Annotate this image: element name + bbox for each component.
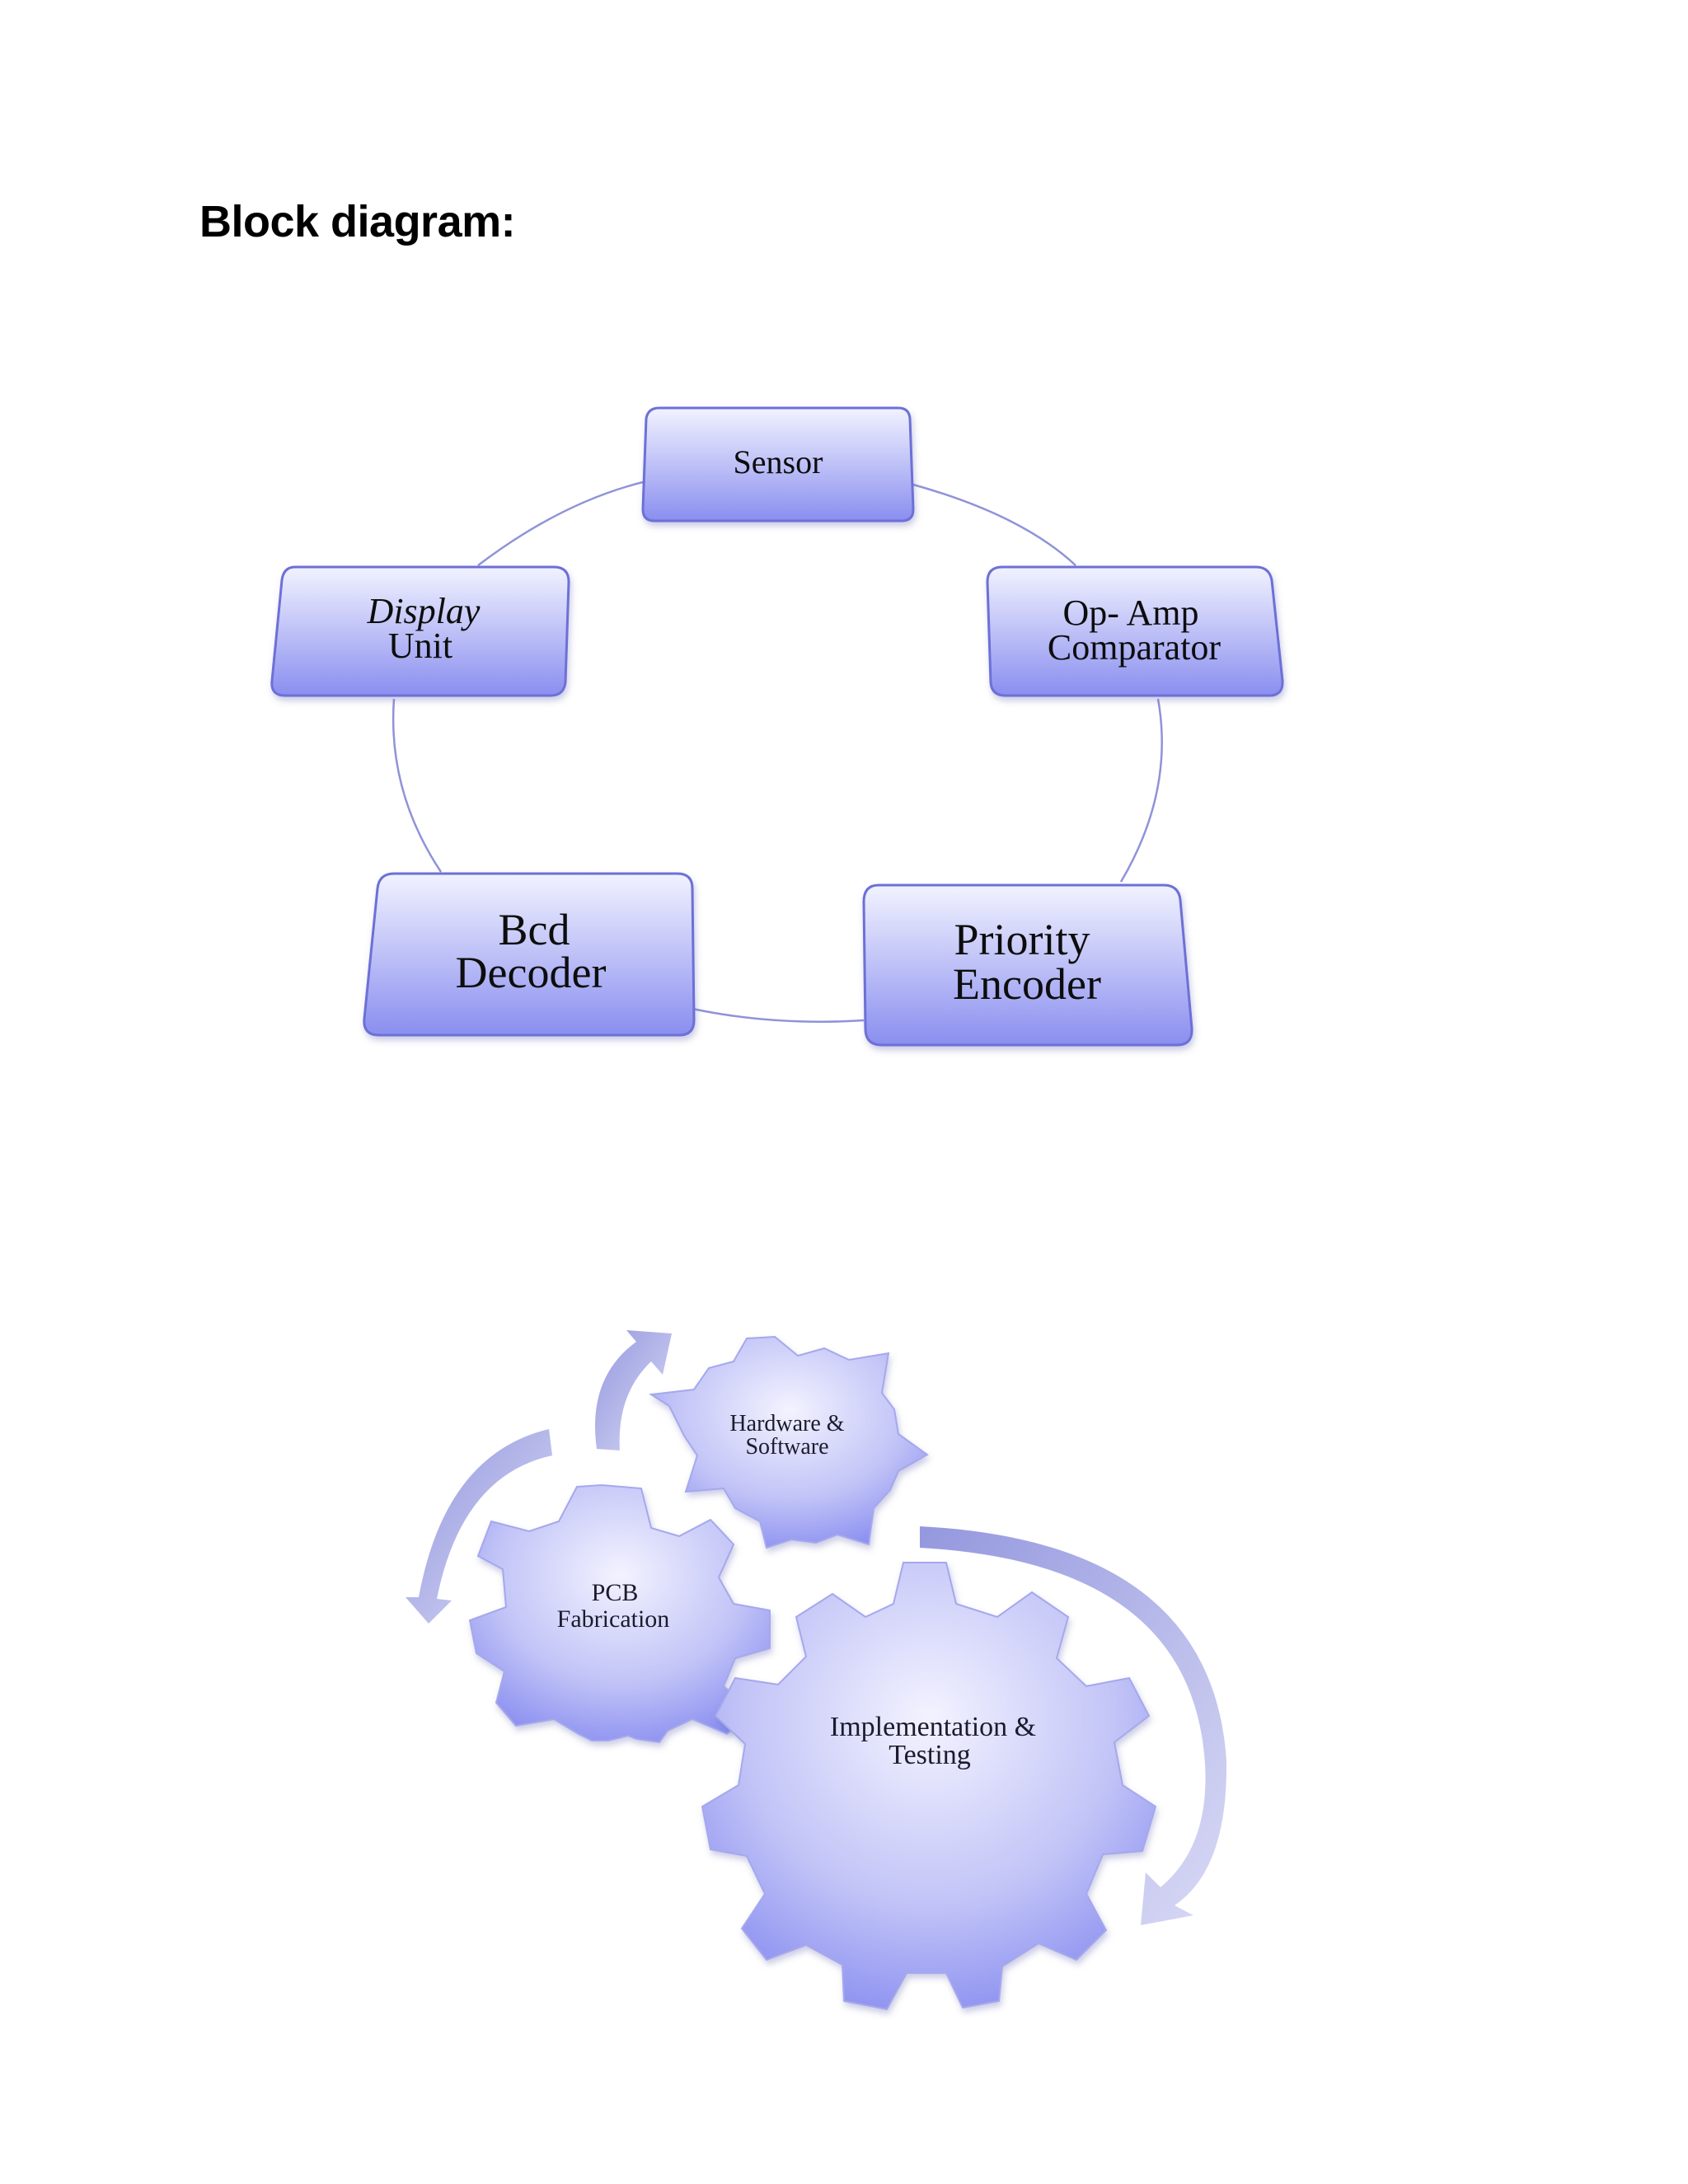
gear-implementation-testing-label-line2: Testing bbox=[889, 1740, 971, 1770]
arrow-to-pcb-gear bbox=[406, 1429, 552, 1624]
svg-text:Priority: Priority bbox=[954, 915, 1090, 964]
arrow-to-hardware-gear bbox=[595, 1330, 672, 1451]
connector-sensor-to-comparator bbox=[912, 483, 1076, 566]
block-bcd-decoder: Bcd Decoder bbox=[363, 872, 696, 1037]
svg-text:Decoder: Decoder bbox=[456, 948, 607, 997]
block-op-amp-comparator: Op- Amp Comparator bbox=[986, 565, 1284, 697]
cycle-connectors bbox=[392, 480, 1163, 1023]
process-arrows bbox=[406, 1330, 1227, 1925]
svg-text:Hardware &: Hardware & bbox=[729, 1411, 844, 1436]
svg-text:Op- Amp: Op- Amp bbox=[1063, 593, 1199, 633]
svg-text:Comparator: Comparator bbox=[1048, 627, 1221, 668]
gear-pcb-fabrication-shape bbox=[468, 1483, 771, 1744]
block-bcd-decoder-label-line1: Bcd bbox=[499, 905, 570, 954]
gear-hardware-software-shape bbox=[649, 1335, 929, 1549]
block-display-unit-label-line1: Display bbox=[367, 591, 481, 631]
block-priority-encoder-label-line2: Encoder bbox=[953, 959, 1101, 1009]
gear-pcb-fabrication-label-line2: Fabrication bbox=[557, 1605, 670, 1633]
block-priority-encoder: Priority Encoder bbox=[862, 883, 1193, 1047]
connector-bcd-to-display bbox=[392, 698, 443, 873]
connector-display-to-sensor bbox=[477, 480, 644, 566]
page-heading: Block diagram: bbox=[199, 197, 516, 246]
svg-text:Display: Display bbox=[367, 591, 481, 631]
svg-text:Testing: Testing bbox=[889, 1740, 971, 1770]
gear-hardware-software-label-line2: Software bbox=[745, 1434, 828, 1460]
block-op-amp-comparator-shape bbox=[986, 565, 1284, 697]
svg-text:Unit: Unit bbox=[388, 626, 452, 666]
block-sensor: Sensor bbox=[641, 406, 915, 523]
block-display-unit-label-line2: Unit bbox=[388, 626, 452, 666]
block-op-amp-comparator-label-line1: Op- Amp bbox=[1063, 593, 1199, 633]
gear-hardware-software-label-line1: Hardware & bbox=[729, 1411, 844, 1436]
svg-text:Implementation &: Implementation & bbox=[830, 1712, 1036, 1742]
svg-text:Encoder: Encoder bbox=[953, 959, 1101, 1009]
block-sensor-shape bbox=[641, 406, 915, 523]
block-bcd-decoder-label-line2: Decoder bbox=[456, 948, 607, 997]
svg-text:Software: Software bbox=[745, 1434, 828, 1460]
block-priority-encoder-label-line1: Priority bbox=[954, 915, 1090, 964]
gear-pcb-fabrication-label-line1: PCB bbox=[592, 1579, 639, 1606]
block-op-amp-comparator-label-line2: Comparator bbox=[1048, 627, 1221, 668]
gear-diagram: Hardware & Software PCB Fabrication Impl… bbox=[406, 1330, 1227, 2011]
gear-pcb-fabrication: PCB Fabrication bbox=[468, 1483, 771, 1744]
svg-text:Fabrication: Fabrication bbox=[557, 1605, 670, 1633]
connector-comparator-to-priority bbox=[1119, 698, 1163, 883]
svg-text:Bcd: Bcd bbox=[499, 905, 570, 954]
gear-hardware-software: Hardware & Software bbox=[649, 1335, 929, 1549]
block-sensor-label: Sensor bbox=[734, 443, 823, 480]
svg-text:Sensor: Sensor bbox=[734, 443, 823, 480]
block-bcd-decoder-shape bbox=[363, 872, 696, 1037]
arrow-around-implementation-gear bbox=[920, 1526, 1227, 1925]
gear-implementation-testing-label-line1: Implementation & bbox=[830, 1712, 1036, 1742]
gear-implementation-testing: Implementation & Testing bbox=[701, 1562, 1157, 2011]
gear-implementation-testing-shape bbox=[701, 1562, 1157, 2011]
block-priority-encoder-shape bbox=[862, 883, 1193, 1047]
svg-text:PCB: PCB bbox=[592, 1579, 639, 1606]
block-display-unit: Display Unit bbox=[270, 565, 570, 697]
block-display-unit-shape bbox=[270, 565, 570, 697]
connector-priority-to-bcd bbox=[692, 1007, 865, 1023]
cycle-diagram: Sensor Op- Amp Comparator Priority Encod… bbox=[270, 406, 1284, 1047]
